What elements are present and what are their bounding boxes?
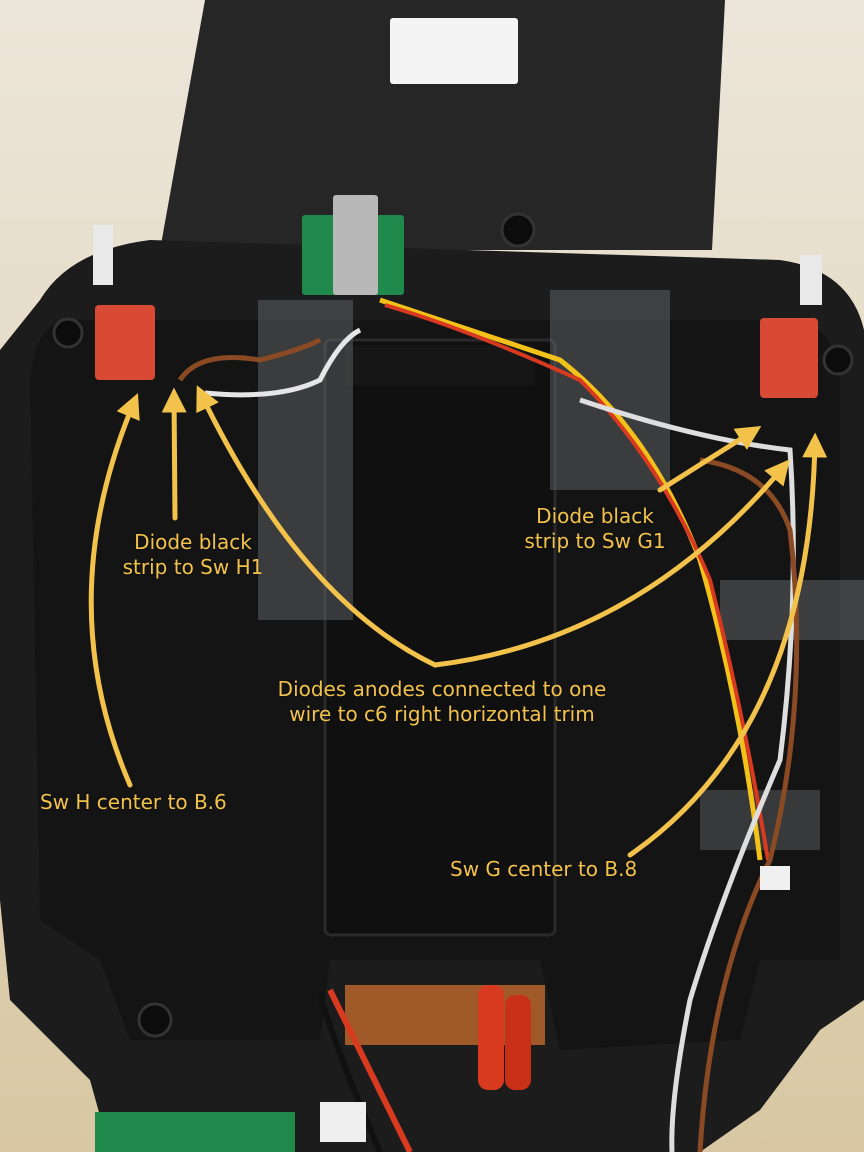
screw-bottom-left (137, 1002, 173, 1038)
battery-black-lead (317, 994, 383, 1152)
label-diode-g1: Diode black strip to Sw G1 (524, 504, 666, 553)
arrow-anodes-left (196, 385, 438, 668)
label-sw-g-center: Sw G center to B.8 (450, 857, 638, 881)
wire-yellow (379, 297, 763, 861)
trainer-port-jack (333, 195, 378, 295)
wire-brown-right (697, 457, 800, 1152)
connector-red-2 (505, 995, 531, 1090)
switch-h-body (95, 305, 155, 380)
switch-g-lever (800, 255, 822, 305)
switch-h-lever (93, 225, 113, 285)
top-handle-plate (160, 0, 725, 250)
label-diode-h1: Diode black strip to Sw H1 (122, 530, 264, 579)
annotation-arrows (88, 385, 828, 858)
arrow-diode-g1 (657, 425, 762, 493)
label-sw-h-center: Sw H center to B.6 (40, 790, 227, 814)
connector-white (760, 866, 790, 890)
lower-pcb (95, 1112, 295, 1152)
arrow-sw-h-center (88, 393, 140, 788)
battery-box-top (345, 345, 535, 385)
white-sticker (390, 18, 518, 84)
arrow-anodes-right (432, 459, 790, 668)
screw-top-center (500, 212, 536, 248)
switch-g-body (760, 318, 818, 398)
connector-red-1 (478, 985, 504, 1090)
wire-brown-left (177, 337, 322, 382)
arrow-sw-g-center (627, 432, 828, 858)
screw-top-right (822, 344, 854, 376)
battery-red-lead (327, 988, 413, 1152)
lower-plug (320, 1102, 366, 1142)
wire-white-left (204, 327, 362, 398)
battery-box (323, 338, 557, 937)
arrow-diode-h1 (161, 387, 187, 521)
screw-top-left (52, 317, 84, 349)
label-anodes: Diodes anodes connected to one wire to c… (277, 677, 607, 726)
